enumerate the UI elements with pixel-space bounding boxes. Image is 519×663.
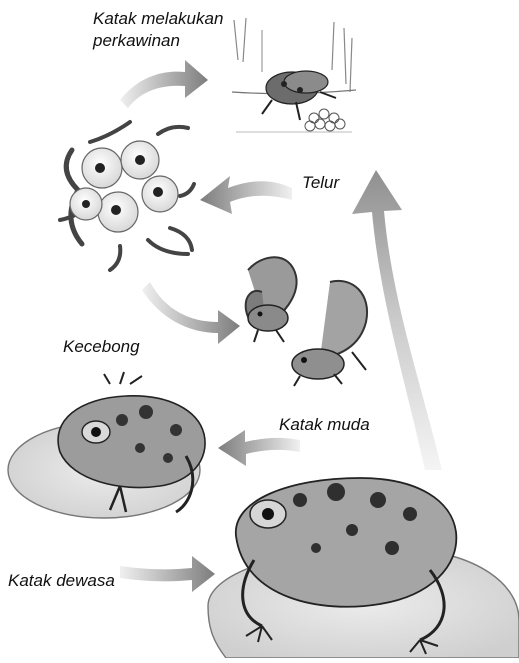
- mating-eggs-icon: [305, 109, 345, 131]
- label-young-frog: Katak muda: [279, 414, 370, 436]
- label-eggs: Telur: [302, 172, 339, 194]
- arrow-to-eggs: [200, 176, 292, 214]
- young-frog-icon: [8, 372, 205, 518]
- mating-frogs-icon: [232, 18, 356, 132]
- label-mating-line2: perkawinan: [93, 30, 223, 52]
- tadpole-icon: [246, 257, 367, 386]
- arrow-to-tadpoles: [142, 282, 240, 344]
- label-tadpole: Kecebong: [63, 336, 140, 358]
- label-mating-line1: Katak melakukan: [93, 8, 223, 30]
- label-adult-frog: Katak dewasa: [8, 570, 115, 592]
- arrow-to-mating: [120, 60, 208, 108]
- label-mating: Katak melakukan perkawinan: [93, 8, 223, 52]
- eggs-icon: [60, 122, 194, 270]
- adult-frog-icon: [208, 478, 519, 658]
- arrow-to-adult-frog: [120, 556, 215, 592]
